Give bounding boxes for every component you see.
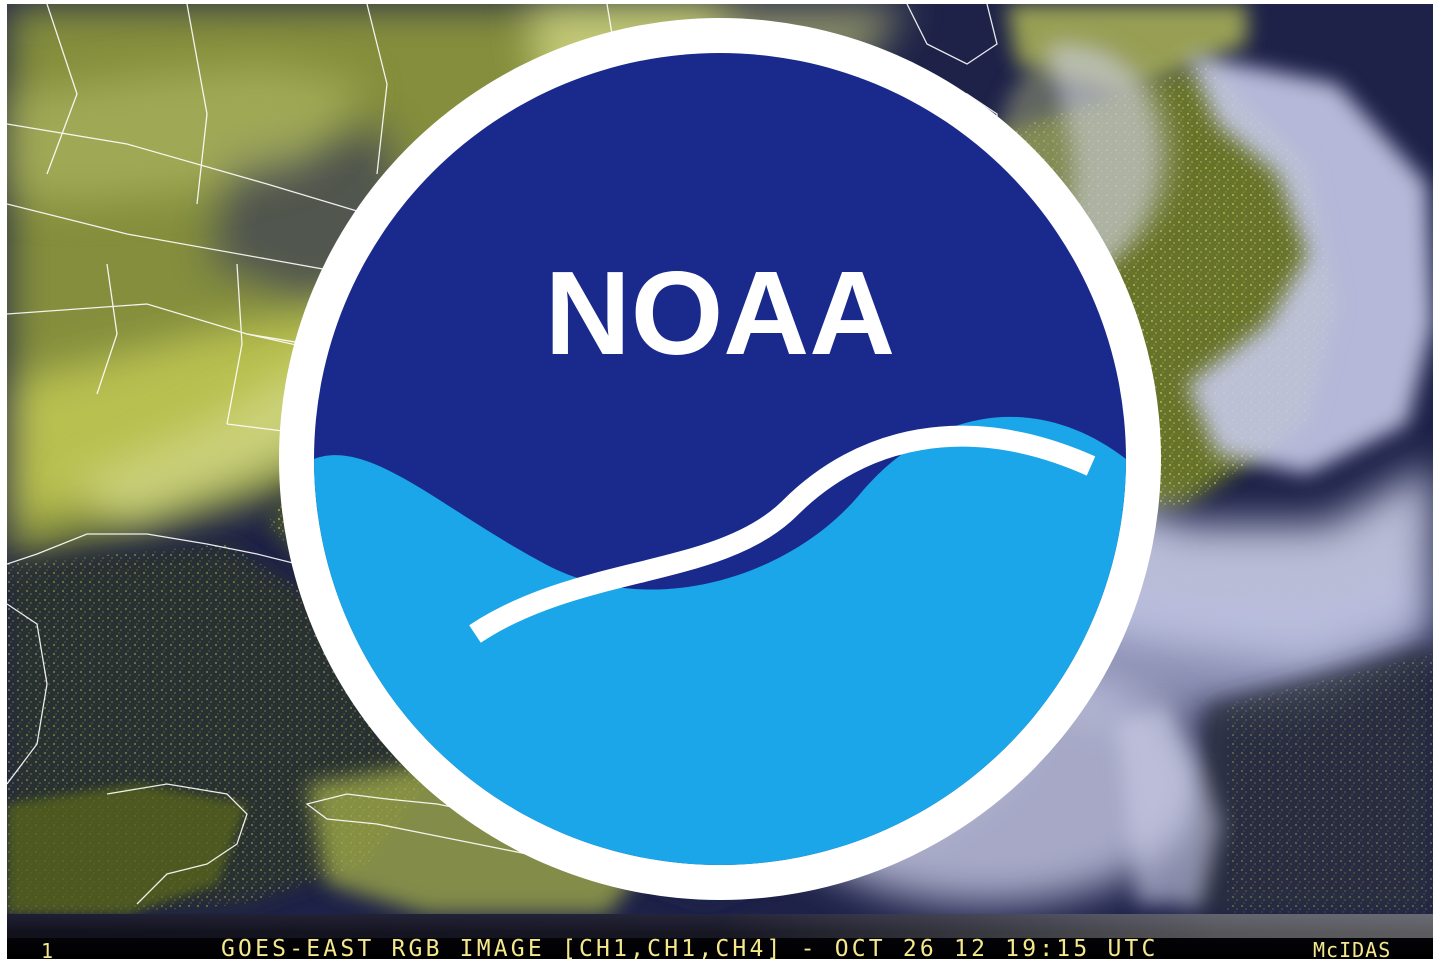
frame-number: 1 — [41, 939, 55, 963]
caption-stripe — [7, 914, 1433, 938]
noaa-logo: NOAA — [279, 18, 1161, 900]
satellite-image: NOAA — [7, 4, 1433, 914]
caption-bar: 1 GOES-EAST RGB IMAGE [CH1,CH1,CH4] - OC… — [7, 914, 1433, 963]
noaa-logo-text: NOAA — [545, 247, 895, 380]
software-label: McIDAS — [1313, 938, 1392, 962]
image-caption: GOES-EAST RGB IMAGE [CH1,CH1,CH4] - OCT … — [221, 936, 1159, 962]
